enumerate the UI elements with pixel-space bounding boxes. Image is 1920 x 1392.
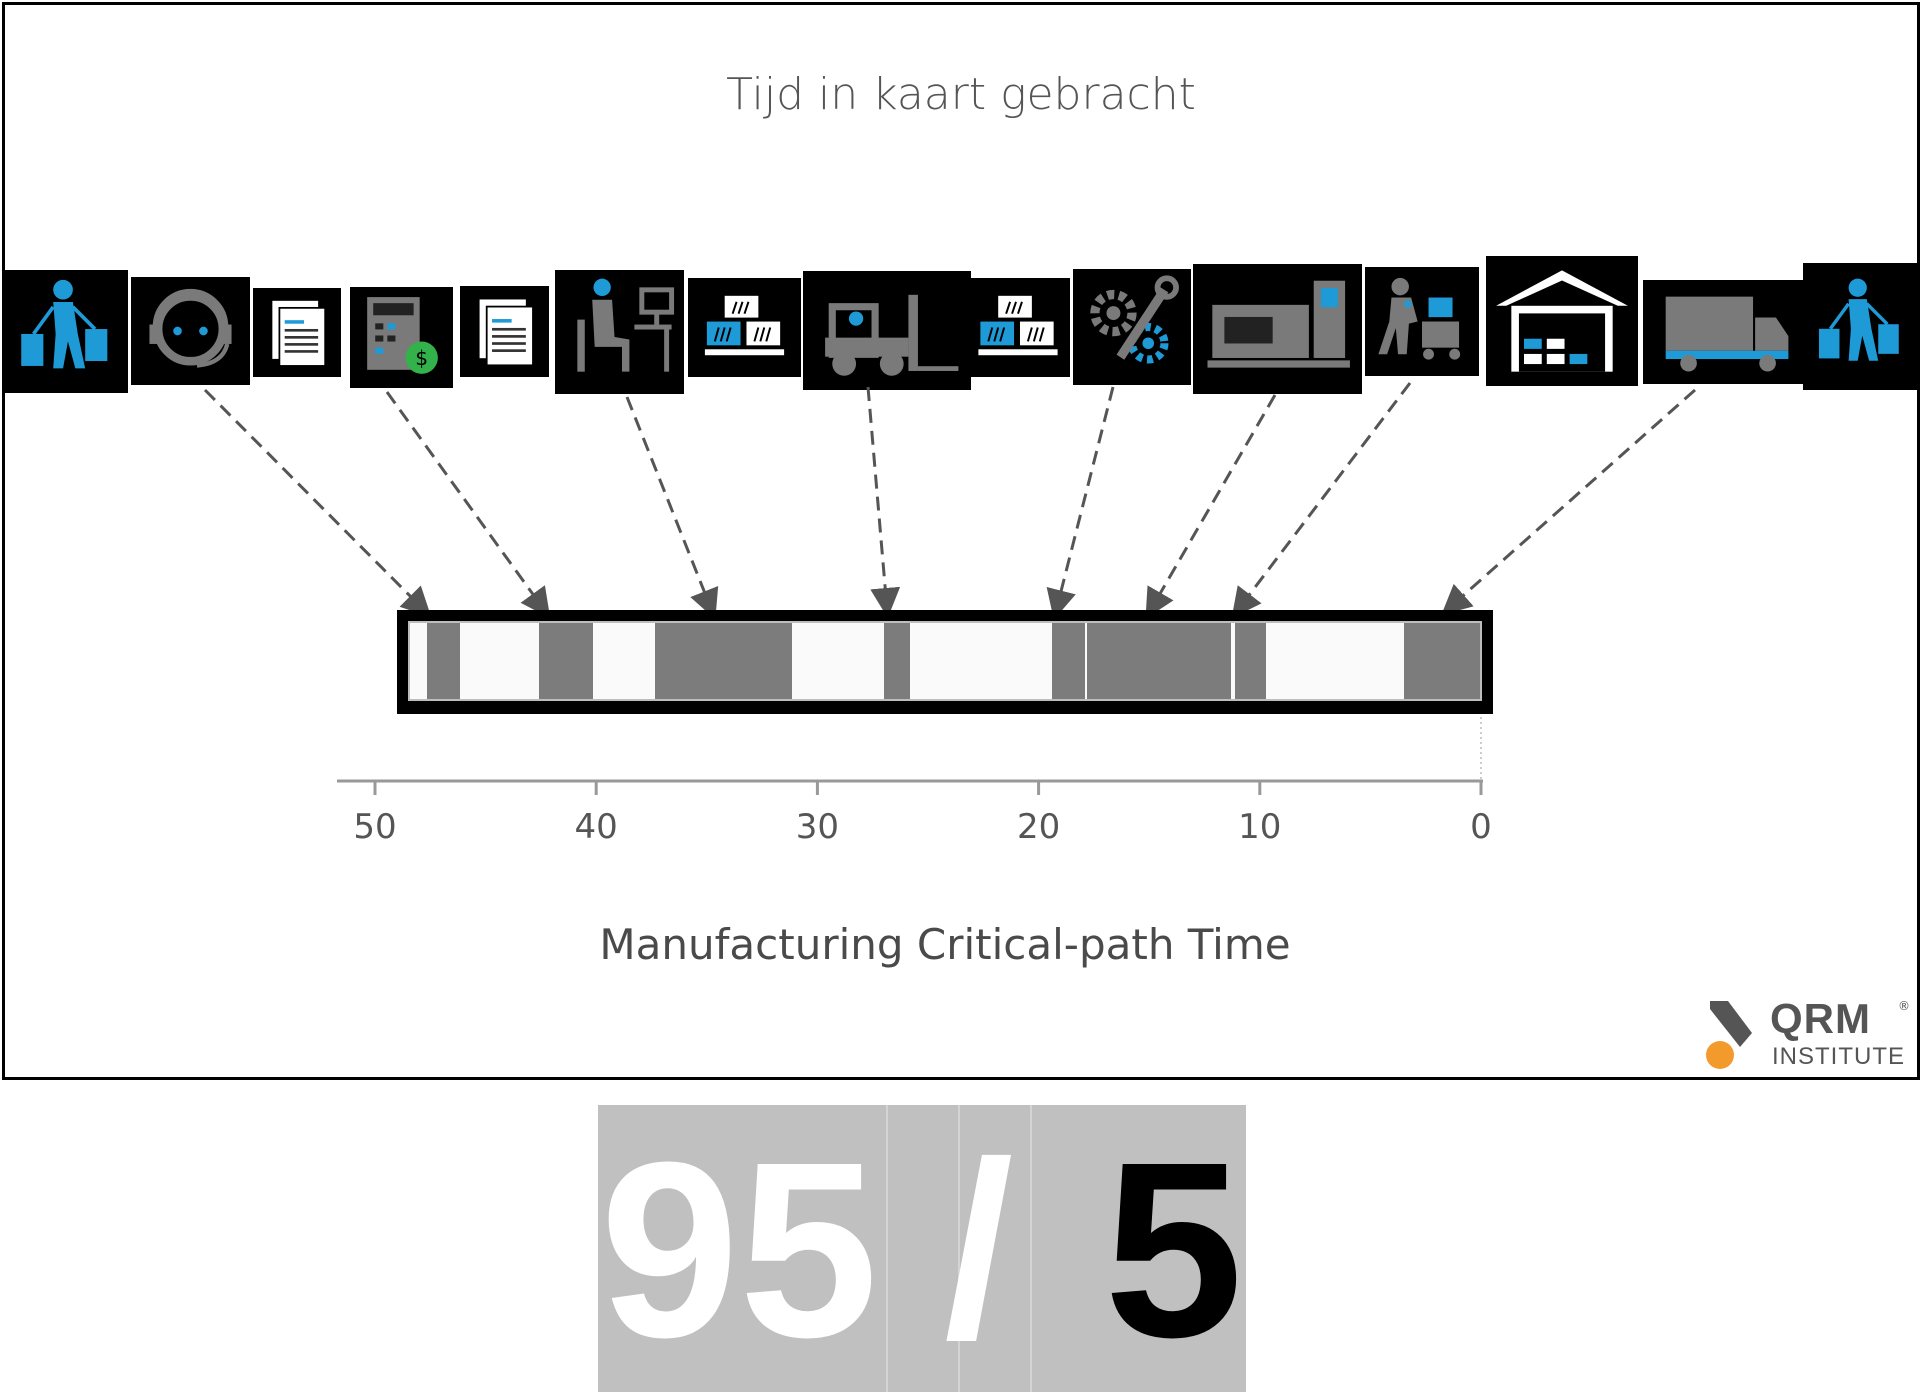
document-icon [460, 286, 549, 377]
ratio-divider [1030, 1105, 1032, 1392]
qrm-logo-mark [1706, 1001, 1752, 1069]
time-axis [337, 717, 1483, 795]
timeline-inner [408, 621, 1482, 701]
arrow-3 [625, 396, 719, 620]
slide: Tijd in kaart gebracht $ [2, 2, 1920, 1080]
ratio-right-value: 5 [1104, 1110, 1244, 1389]
ratio-left-value: 95 [600, 1110, 879, 1389]
tick-label: 10 [1238, 807, 1282, 847]
axis-title: Manufacturing Critical-path Time [599, 920, 1291, 969]
material-pallet-icon [688, 278, 801, 377]
customer-shopping-icon [5, 270, 128, 393]
calculator-cost-icon: $ [350, 287, 453, 388]
ratio-divider [958, 1105, 960, 1392]
forklift-icon [803, 271, 971, 390]
timeline-segment [538, 623, 594, 699]
gears-wrench-icon [1073, 269, 1191, 385]
arrow-4 [866, 386, 901, 618]
warehouse-icon [1486, 256, 1638, 386]
arrow-1 [203, 388, 432, 618]
timeline-segment [654, 623, 793, 699]
logo-subtitle: INSTITUTE [1772, 1043, 1905, 1070]
customer-shopping-icon [1803, 263, 1917, 390]
ratio-divider [886, 1105, 888, 1392]
tick-label: 50 [353, 807, 397, 847]
dashed-arrows [203, 382, 1696, 620]
logo-text: QRM [1770, 995, 1871, 1042]
cnc-machine-icon [1193, 264, 1362, 394]
engineer-at-desk-icon [555, 270, 684, 394]
arrow-7 [1231, 382, 1412, 619]
timeline-segment [1086, 623, 1232, 699]
arrow-6 [1145, 394, 1277, 619]
slide-title: Tijd in kaart gebracht [726, 69, 1196, 120]
tick-label: 20 [1016, 807, 1061, 847]
svg-text:$: $ [415, 346, 428, 370]
tick-label: 40 [574, 807, 618, 847]
call-center-headset-icon [131, 277, 250, 385]
timeline-bar [397, 610, 1493, 714]
timeline-segment [1052, 623, 1085, 699]
qrm-institute-logo: QRM ® INSTITUTE [1700, 995, 1910, 1075]
timeline-segment [1235, 623, 1266, 699]
ratio-banner: 95 / 5 [598, 1105, 1246, 1392]
arrow-5 [1046, 386, 1115, 620]
timeline-segment [883, 623, 911, 699]
logo-registered-mark: ® [1898, 999, 1910, 1013]
arrow-8 [1441, 388, 1696, 615]
delivery-truck-icon [1643, 280, 1809, 384]
worker-with-cart-icon [1365, 267, 1479, 376]
timeline-segment [427, 623, 461, 699]
tick-label: 0 [1470, 807, 1492, 847]
ratio-separator: / [944, 1110, 1014, 1389]
document-icon [253, 288, 341, 377]
arrow-2 [385, 391, 551, 619]
timeline-segment [1403, 623, 1480, 699]
process-icon-strip: $ [5, 5, 1917, 405]
tick-label: 30 [795, 807, 840, 847]
material-pallet-icon [966, 278, 1070, 377]
